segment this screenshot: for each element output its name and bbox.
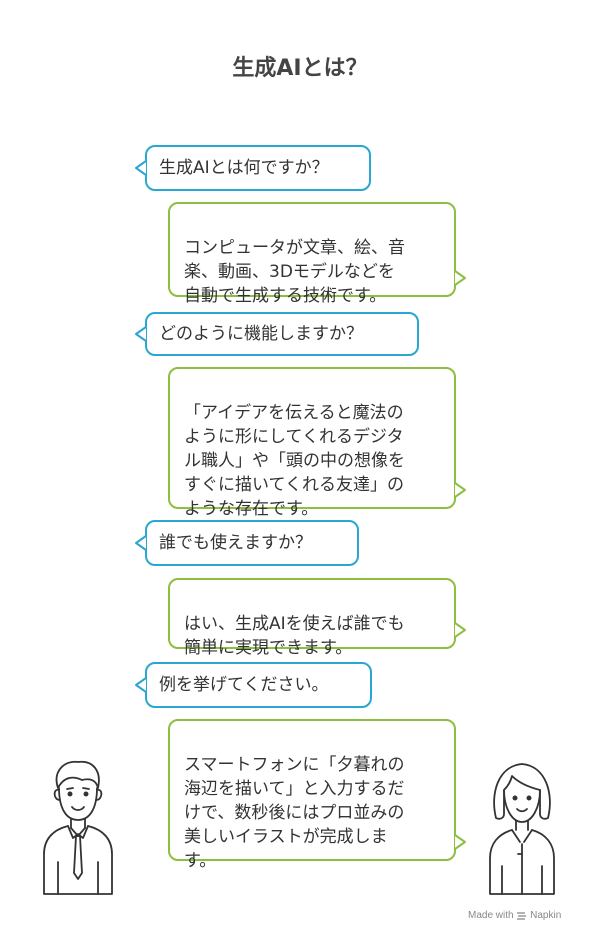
question-text-2: どのように機能しますか？ [159, 324, 363, 344]
answer-bubble-4: スマートフォンに「夕暮れの 海辺を描いて」と入力するだ けで、数秒後にはプロ並み… [168, 719, 456, 871]
napkin-logo-icon [517, 911, 527, 920]
question-tail-1 [135, 160, 147, 176]
footer-brand: Napkin [530, 910, 562, 921]
answer-tail-4 [454, 834, 466, 850]
answer-tail-2 [454, 482, 466, 498]
question-text-4: 例を挙げてください。 [159, 675, 329, 695]
question-bubble-3: 誰でも使えますか？ [145, 520, 359, 566]
answer-text-4: スマートフォンに「夕暮れの 海辺を描いて」と入力するだ けで、数秒後にはプロ並み… [184, 755, 405, 871]
answer-tail-1 [454, 270, 466, 286]
question-bubble-4: 例を挙げてください。 [145, 662, 372, 708]
question-tail-4 [135, 677, 147, 693]
question-bubble-2: どのように機能しますか？ [145, 312, 419, 356]
answer-bubble-3: はい、生成AIを使えば誰でも 簡単に実現できます。 [168, 578, 456, 658]
answer-text-1: コンピュータが文章、絵、音 楽、動画、3Dモデルなどを 自動で生成する技術です。 [184, 238, 405, 306]
question-text-1: 生成AIとは何ですか？ [159, 158, 329, 178]
question-bubble-1: 生成AIとは何ですか？ [145, 145, 371, 191]
man-with-tie-icon [43, 760, 113, 895]
answer-text-2: 「アイデアを伝えると魔法の ように形にしてくれるデジタ ル職人」や「頭の中の想像… [184, 403, 405, 519]
question-tail-3 [135, 535, 147, 551]
page-title: 生成AIとは？ [232, 56, 368, 81]
footer-credit: Made with Napkin [468, 910, 561, 921]
answer-bubble-1: コンピュータが文章、絵、音 楽、動画、3Dモデルなどを 自動で生成する技術です。 [168, 202, 456, 306]
woman-icon [489, 763, 555, 895]
question-tail-2 [135, 326, 147, 342]
answer-tail-3 [454, 622, 466, 638]
answer-text-3: はい、生成AIを使えば誰でも 簡単に実現できます。 [184, 614, 405, 658]
question-text-3: 誰でも使えますか？ [159, 533, 312, 553]
answer-bubble-2: 「アイデアを伝えると魔法の ように形にしてくれるデジタ ル職人」や「頭の中の想像… [168, 367, 456, 519]
footer-made-with: Made with [468, 910, 514, 921]
